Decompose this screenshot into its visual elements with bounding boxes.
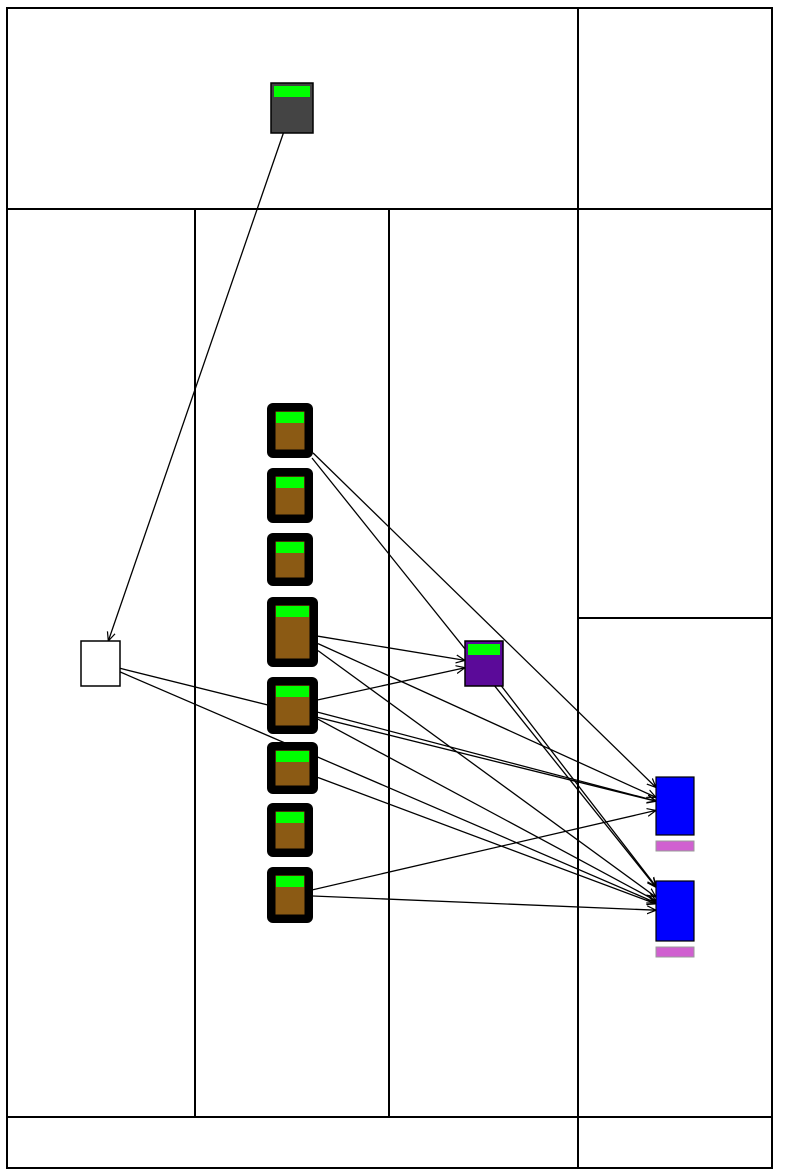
- node-status-bar: [276, 751, 309, 762]
- node-cluster-1[interactable]: [267, 403, 313, 458]
- edge-cluster-5-to-target-2: [317, 718, 656, 901]
- node-layer: [80, 82, 695, 958]
- node-status-bar: [274, 86, 310, 97]
- node-status-bar: [276, 477, 304, 488]
- edge-cluster-5-to-hub: [317, 668, 465, 701]
- edge-cluster-5-to-target-1: [317, 711, 656, 801]
- node-target-2[interactable]: [655, 880, 695, 958]
- node-status-bar: [468, 644, 500, 655]
- node-tag: [655, 840, 695, 852]
- node-cluster-3[interactable]: [267, 533, 313, 586]
- node-cluster-2[interactable]: [267, 468, 313, 523]
- grid-border: [6, 7, 773, 1169]
- node-cluster-8[interactable]: [267, 867, 313, 923]
- node-status-bar: [276, 412, 304, 423]
- node-status-bar: [276, 812, 304, 823]
- edge-cluster-4-to-target-2: [317, 650, 656, 898]
- node-junction[interactable]: [80, 640, 121, 687]
- node-target-1[interactable]: [655, 776, 695, 852]
- edge-cluster-4-to-hub: [317, 635, 465, 660]
- node-status-bar: [276, 542, 304, 553]
- node-status-bar: [276, 606, 309, 617]
- edge-cluster-8-to-target-1: [312, 810, 656, 891]
- edge-junction-to-target-1: [119, 667, 656, 801]
- edge-cluster-1-to-target-1: [312, 452, 656, 788]
- edge-cluster-4-to-target-1: [317, 643, 656, 798]
- node-status-bar: [276, 686, 309, 697]
- node-cluster-5[interactable]: [267, 677, 318, 734]
- edge-hub-to-target-2: [500, 685, 656, 886]
- edge-cluster-6-to-target-2: [317, 776, 656, 904]
- node-tag: [655, 946, 695, 958]
- node-hub[interactable]: [464, 640, 504, 687]
- edge-layer: [108, 132, 656, 910]
- node-source[interactable]: [270, 82, 314, 134]
- swimlane-grid: [6, 7, 773, 1169]
- node-cluster-4[interactable]: [267, 597, 318, 667]
- edge-source-to-junction: [108, 132, 285, 641]
- node-status-bar: [276, 876, 304, 887]
- node-cluster-7[interactable]: [267, 803, 313, 857]
- node-cluster-6[interactable]: [267, 742, 318, 794]
- edge-junction-to-target-2: [119, 671, 656, 903]
- edge-cluster-8-to-target-2: [312, 895, 656, 910]
